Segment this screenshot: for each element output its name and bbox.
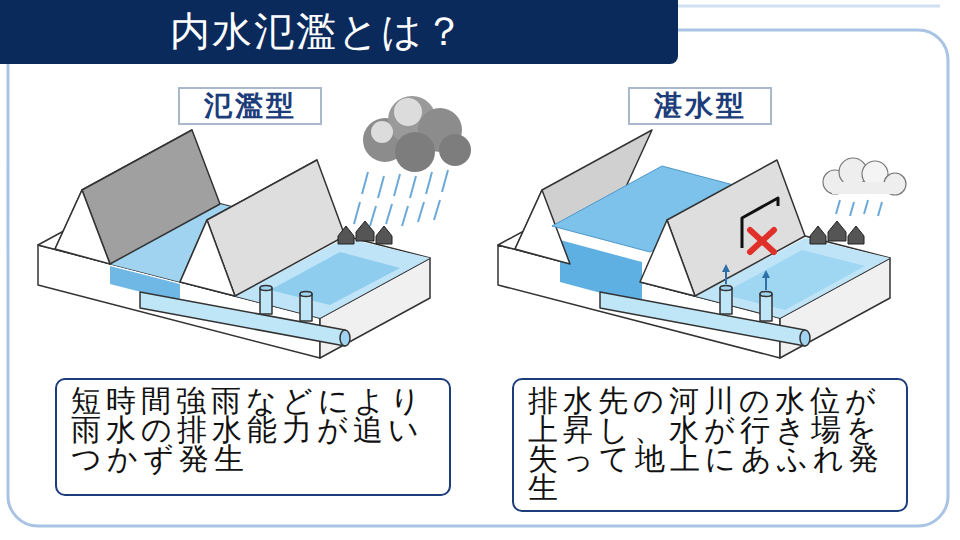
description-text: 短時間強雨などにより雨水の排水能力が追いつかず発生 bbox=[71, 386, 439, 473]
type-label: 氾濫型 bbox=[178, 87, 322, 125]
backflow-arrows bbox=[722, 264, 770, 290]
type-name: 氾濫型 bbox=[204, 90, 297, 122]
levee bbox=[180, 220, 235, 296]
type-name: 湛水型 bbox=[654, 90, 747, 122]
drain-pipe bbox=[600, 292, 805, 346]
panel-accent bbox=[678, 5, 940, 8]
rain-cloud bbox=[363, 96, 471, 172]
houses bbox=[338, 221, 392, 244]
drain-pipe bbox=[340, 330, 350, 346]
rain bbox=[354, 170, 448, 226]
description-text: 排水先の河川の水位が上昇し、水が行き場を失って地上にあふれ発生 bbox=[528, 386, 896, 502]
inlet-pipe bbox=[300, 292, 312, 297]
levee bbox=[55, 190, 110, 264]
levee bbox=[640, 220, 695, 296]
title-band: 内水氾濫とは？ bbox=[0, 0, 678, 64]
inlet-pipe bbox=[720, 286, 732, 291]
description-box: 短時間強雨などにより雨水の排水能力が追いつかず発生 bbox=[55, 378, 451, 496]
title-text: 内水氾濫とは？ bbox=[170, 8, 466, 54]
blocked-mark bbox=[750, 230, 774, 252]
description-box: 排水先の河川の水位が上昇し、水が行き場を失って地上にあふれ発生 bbox=[512, 378, 908, 512]
inlet-pipe bbox=[260, 286, 272, 291]
inlet-pipe bbox=[760, 292, 772, 297]
houses bbox=[810, 221, 864, 244]
outer-panel bbox=[8, 30, 948, 526]
inlet-pipe bbox=[300, 294, 312, 321]
rain-cloud bbox=[823, 158, 906, 195]
inlet-pipe bbox=[720, 288, 732, 314]
type-label: 湛水型 bbox=[628, 87, 772, 125]
inlet-pipe bbox=[260, 288, 272, 314]
ponding-scene bbox=[498, 130, 906, 358]
drain-pipe bbox=[800, 330, 810, 346]
drain-pipe bbox=[140, 292, 345, 346]
overflow-scene bbox=[38, 96, 471, 358]
inlet-pipe bbox=[760, 294, 772, 321]
rain bbox=[836, 200, 882, 216]
